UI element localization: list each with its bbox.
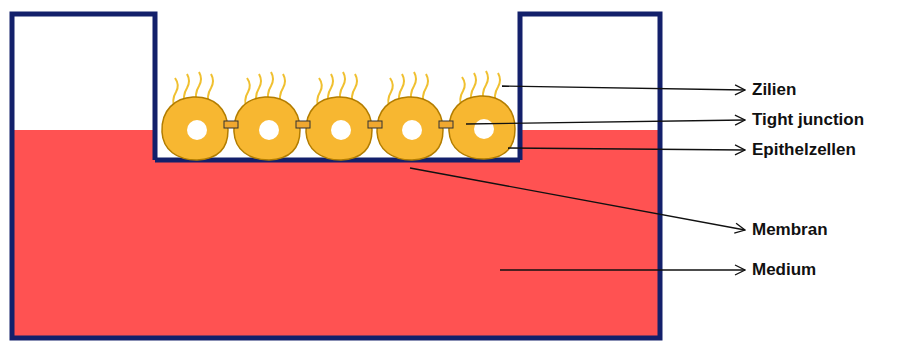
part-label: Tight junction [752, 111, 864, 130]
insert-interior [155, 14, 520, 160]
tight-junctions [224, 121, 453, 128]
part-label: Zilien [752, 81, 796, 100]
part-label: Epithelzellen [752, 141, 856, 160]
leader-lines [410, 86, 745, 270]
medium-fill [12, 130, 660, 338]
part-label: Medium [752, 261, 816, 280]
epithelial-cells [162, 71, 515, 160]
part-label: Membran [752, 221, 828, 240]
well-outline [12, 14, 660, 338]
